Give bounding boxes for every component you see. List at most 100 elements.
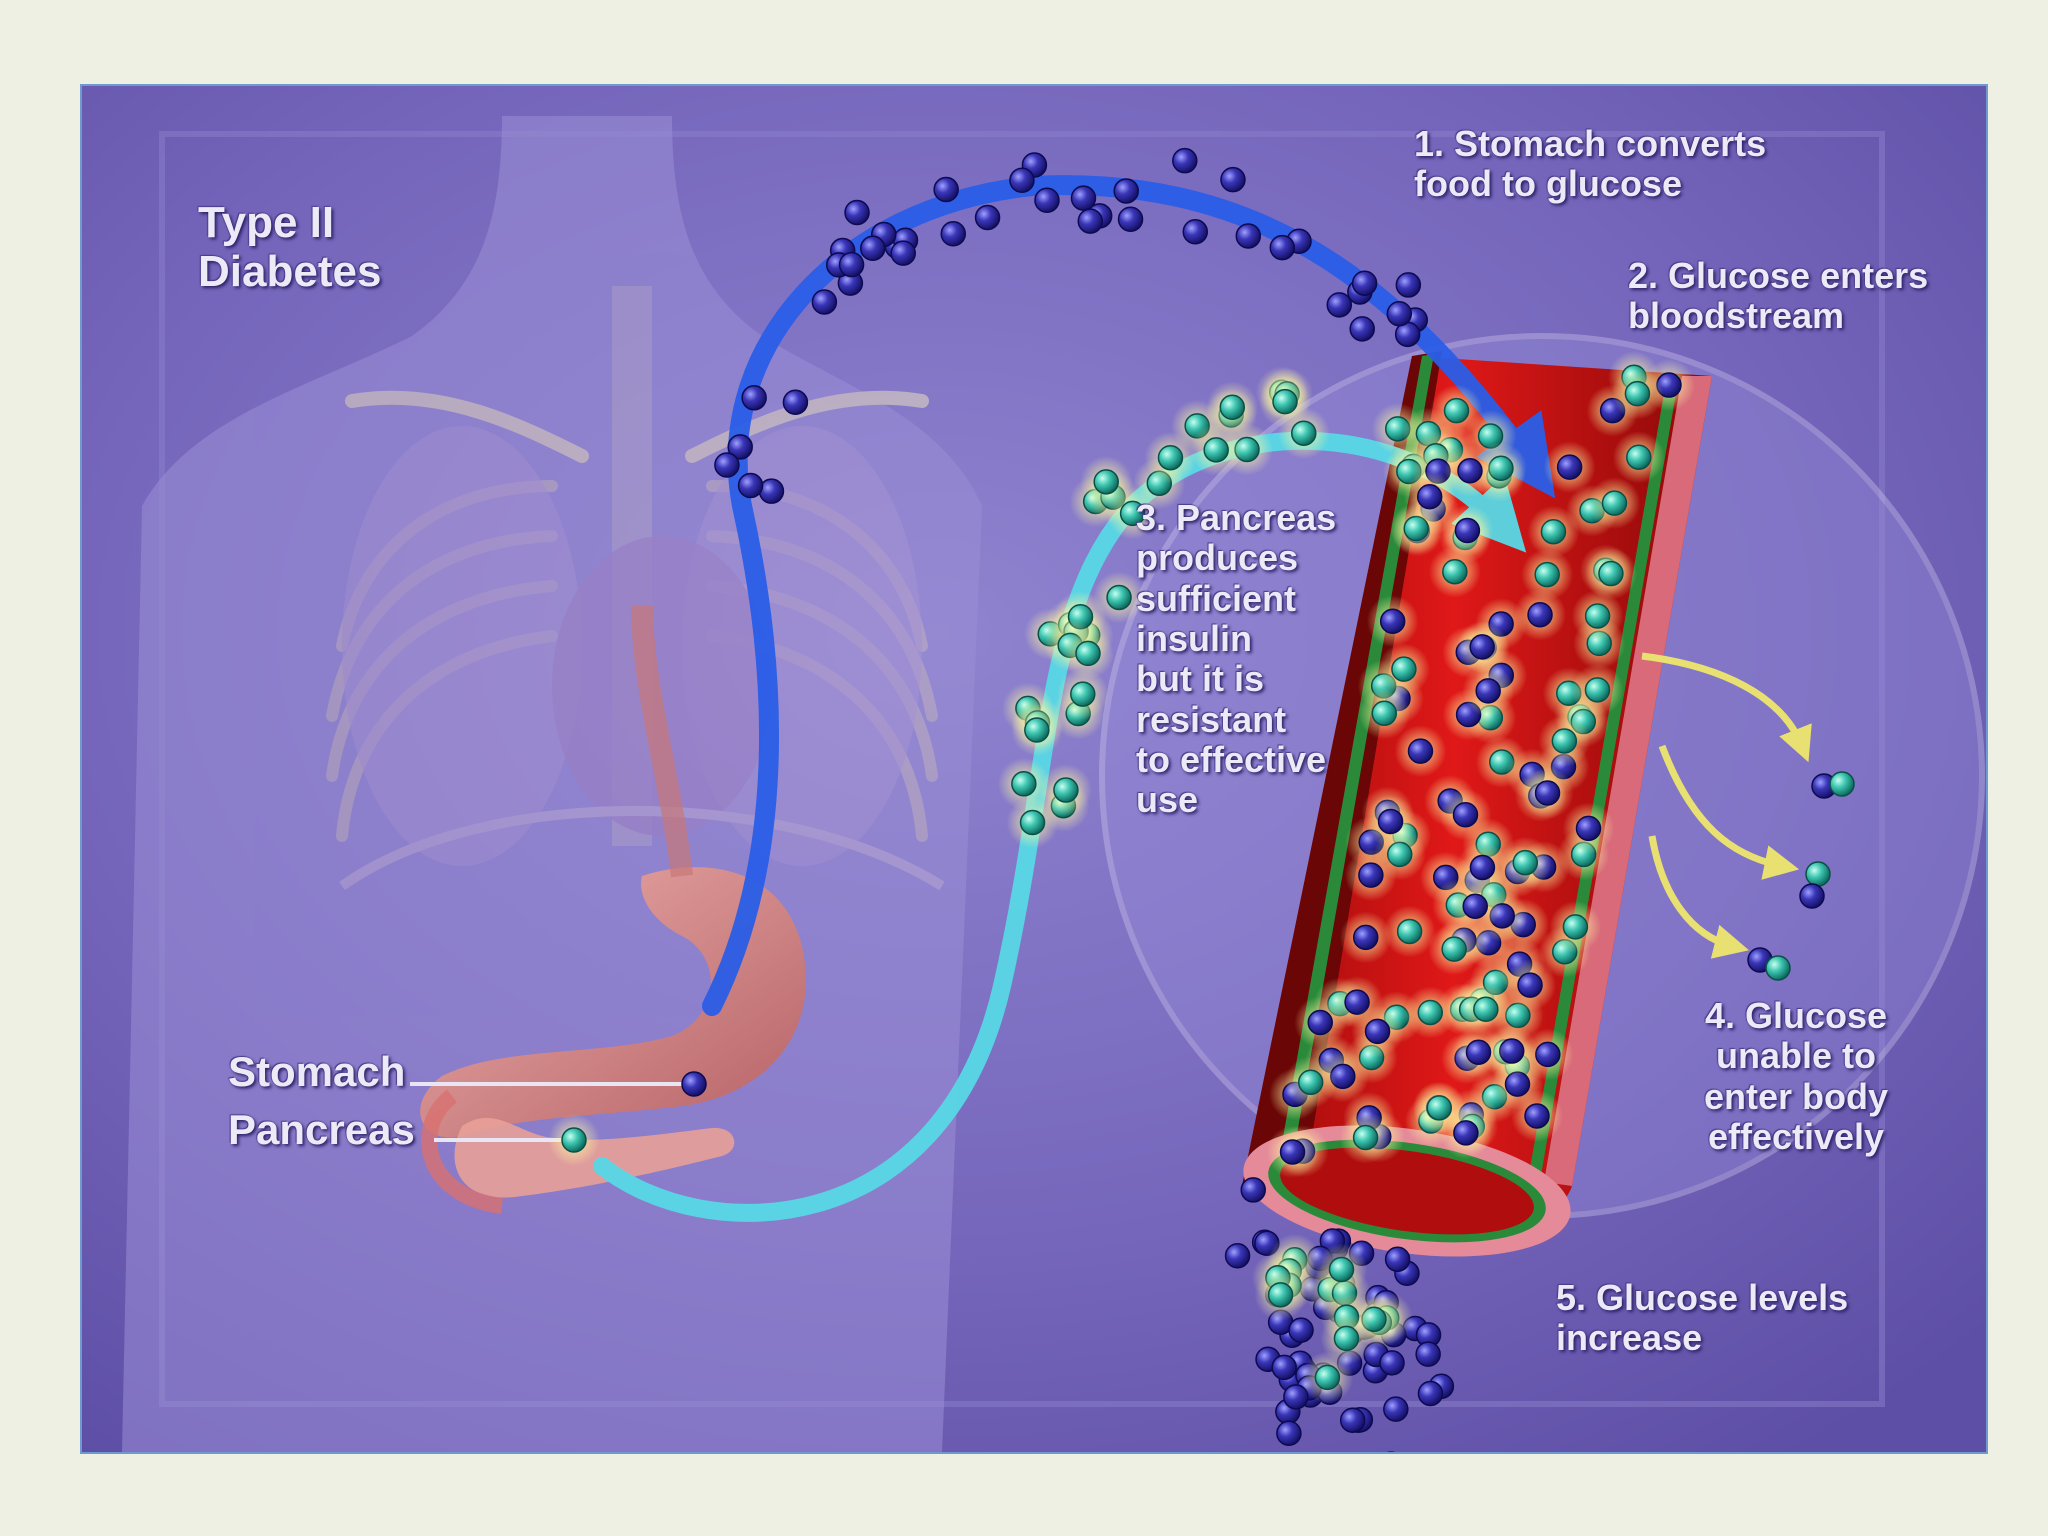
glucose-molecule [1415,1341,1441,1367]
insulin-molecule [1765,955,1791,981]
glucose-molecule [1517,972,1543,998]
glucose-molecule [1220,166,1246,193]
molecules [548,147,1855,1452]
diagram-title: Type II Diabetes [198,198,382,297]
glucose-molecule [1352,924,1379,951]
glucose-molecule [681,1071,707,1097]
step-4-label: 4. Glucose unable to enter body effectiv… [1704,995,1889,1157]
glucose-arrow [702,175,1556,1016]
glucose-molecule [1070,185,1097,211]
diagram-frame: Type II Diabetes Stomach Pancreas 1. Sto… [80,84,1988,1454]
glucose-molecule [1113,178,1139,204]
insulin-molecule [1598,560,1624,587]
insulin-molecule [1093,469,1119,495]
insulin-molecule [1829,771,1855,797]
glucose-molecule [890,240,916,266]
insulin-molecule [1443,397,1470,424]
glucose-molecule [1117,206,1144,232]
glucose-molecule [1377,808,1404,835]
pancreas-label: Pancreas [228,1106,415,1153]
step-3-label: 3. Pancreas produces sufficient insulin … [1136,497,1337,821]
glucose-molecule [1224,1242,1251,1269]
glucose-molecule [844,199,870,226]
insulin-molecule [1371,700,1398,727]
glucose-molecule [933,176,959,203]
insulin-molecule [1391,656,1417,682]
step-1-label: 1. Stomach converts food to glucose [1414,123,1767,205]
insulin-molecule [1417,999,1444,1026]
glucose-molecule [1077,208,1104,234]
glucose-molecule [1527,601,1553,628]
glucose-molecule [1407,738,1434,764]
glucose-molecule [1283,1384,1309,1410]
glucose-molecule [1034,187,1060,213]
insulin-molecule [1203,437,1229,463]
insulin-molecule [1053,777,1079,803]
insulin-molecule [561,1127,587,1153]
insulin-molecule [1562,914,1589,940]
insulin-molecule [1426,1095,1453,1121]
glucose-molecule [1358,862,1384,888]
insulin-molecule [1314,1364,1341,1391]
glucose-molecule [782,389,809,416]
glucose-molecule [1386,300,1413,327]
body-silhouette [122,116,982,1452]
glucose-molecule [714,452,740,478]
pancreas-organ [454,1117,735,1198]
insulin-molecule [1551,728,1578,754]
insulin-molecule [1333,1325,1360,1352]
insulin-molecule [1805,861,1831,887]
glucose-molecule [1469,854,1496,881]
glucose-molecule [1009,167,1035,194]
insulin-molecule [1267,1282,1294,1308]
insulin-molecule [1106,584,1132,611]
glucose-molecule [1799,883,1825,909]
insulin-molecule [1626,444,1652,470]
glucose-molecule [727,434,753,460]
exit-arrows [1641,652,1812,959]
glucose-molecule [1383,1396,1409,1422]
glucose-molecule [1469,634,1495,660]
stomach-organ [420,867,806,1138]
glucose-molecule [1279,1139,1306,1165]
step-2-label: 2. Glucose enters bloodstream [1628,255,1929,337]
glucose-molecule [1535,1041,1561,1068]
glucose-molecule [1395,272,1422,298]
insulin-molecule [1540,518,1567,545]
glucose-molecule [1534,780,1561,806]
insulin-molecule [1352,1124,1379,1151]
insulin-molecule [1601,490,1628,516]
glucose-molecule [1172,147,1198,174]
glucose-molecule [1364,1018,1391,1045]
insulin-molecule [1328,1256,1355,1283]
diagram-illustration [82,86,1986,1452]
glucose-molecule [1454,517,1481,544]
glucose-molecule [758,478,785,504]
glucose-molecule [1288,1317,1314,1343]
insulin-molecule [1272,388,1298,415]
glucose-molecule [1339,1407,1366,1433]
insulin-molecule [1019,809,1046,836]
insulin-molecule [1070,681,1096,707]
glucose-molecule [860,235,886,262]
glucose-molecule [1344,989,1370,1015]
glucose-molecule [1384,1246,1411,1273]
insulin-molecule [1512,849,1539,876]
glucose-molecule [1351,270,1378,296]
glucose-molecule [1271,1354,1297,1381]
insulin-molecule [1075,640,1101,667]
glucose-molecule [1235,223,1262,249]
glucose-molecule [737,472,764,499]
glucose-molecule [1326,292,1353,318]
insulin-molecule [1011,771,1037,797]
insulin-molecule [1624,380,1651,407]
insulin-molecule [1219,394,1246,421]
glucose-molecule [1379,608,1406,635]
glucose-molecule [1307,1009,1333,1036]
glucose-molecule [1457,458,1483,484]
glucose-molecule [1462,893,1488,919]
insulin-molecule [1584,677,1611,703]
glucose-molecule [1475,678,1501,704]
glucose-molecule [1416,484,1443,510]
insulin-molecule [1534,561,1560,588]
